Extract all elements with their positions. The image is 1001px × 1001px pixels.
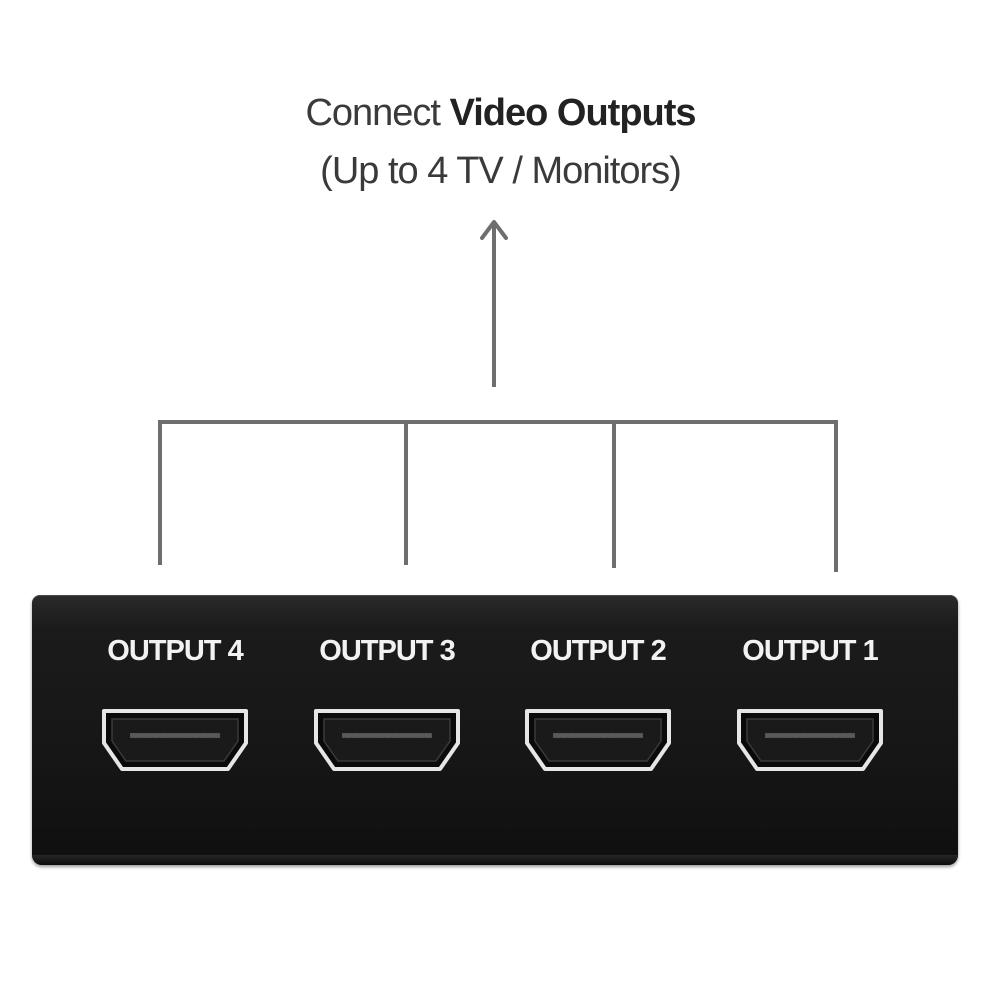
hdmi-splitter-device: OUTPUT 4 OUTPUT 3 OUTPUT 2 OUTPUT 1 xyxy=(32,595,958,865)
caption-emphasis: Video Outputs xyxy=(449,92,697,134)
port-label-output-1: OUTPUT 1 xyxy=(742,635,878,667)
hdmi-port-output-3[interactable] xyxy=(312,705,462,775)
port-label-output-3: OUTPUT 3 xyxy=(319,635,455,667)
hdmi-port-icon xyxy=(737,709,883,771)
hdmi-port-icon xyxy=(314,709,460,771)
caption-title: Connect Video Outputs xyxy=(0,88,1001,138)
hdmi-port-icon xyxy=(102,709,248,771)
hdmi-port-output-2[interactable] xyxy=(523,705,673,775)
device-bottom-edge xyxy=(32,855,958,865)
arrow-head xyxy=(480,220,508,240)
caption-subtitle: (Up to 4 TV / Monitors) xyxy=(320,150,682,192)
hdmi-port-output-1[interactable] xyxy=(735,705,885,775)
caption-prefix: Connect xyxy=(305,92,441,134)
hdmi-port-icon xyxy=(525,709,671,771)
hdmi-port-output-4[interactable] xyxy=(100,705,250,775)
port-label-output-4: OUTPUT 4 xyxy=(107,635,243,667)
port-label-output-2: OUTPUT 2 xyxy=(530,635,666,667)
